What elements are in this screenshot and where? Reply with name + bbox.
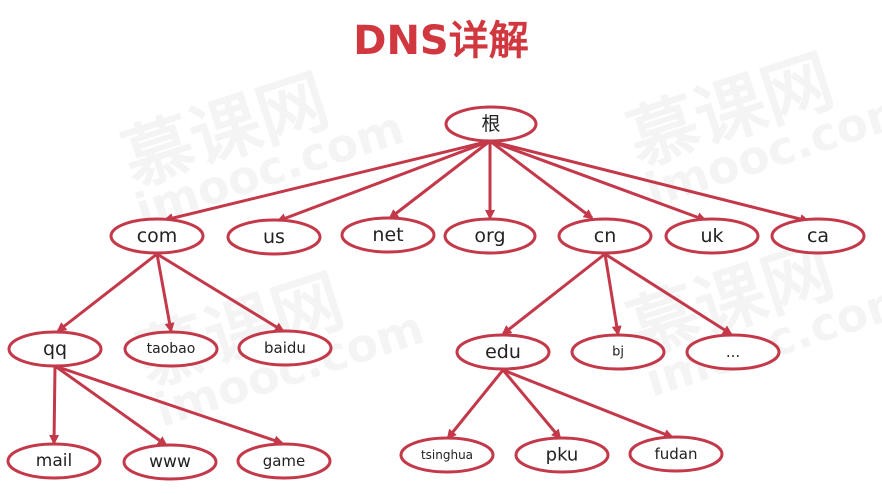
edge-qq-game: [54, 364, 284, 446]
edge-root-com: [163, 139, 491, 223]
node-baidu-label: baidu: [264, 339, 306, 357]
node-game: game: [236, 442, 332, 480]
edge-com-baidu: [156, 252, 285, 333]
node-root-label: 根: [481, 113, 500, 135]
node-uk: uk: [664, 217, 760, 255]
node-org-label: org: [474, 225, 505, 247]
edge-com-qq: [56, 252, 158, 333]
node-edu-label: edu: [485, 341, 521, 363]
node-tsinghua: tsinghua: [399, 436, 495, 474]
edge-root-us: [276, 139, 491, 223]
node-com: com: [109, 217, 205, 255]
node-mail: mail: [6, 442, 102, 480]
node-bj-label: bj: [612, 345, 624, 360]
edge-com-taobao: [155, 253, 175, 333]
node-cn: cn: [557, 217, 653, 255]
edge-cn-bj: [603, 253, 622, 336]
node-taobao-label: taobao: [147, 341, 196, 357]
node-net-label: net: [372, 224, 403, 246]
node-net: net: [340, 216, 436, 254]
node-root: 根: [444, 105, 538, 143]
node-baidu: baidu: [237, 329, 333, 367]
node-edu: edu: [455, 333, 551, 371]
node-fudan: fudan: [628, 435, 724, 473]
node-tsinghua-label: tsinghua: [421, 448, 473, 462]
node-pku: pku: [514, 436, 610, 474]
edge-qq-www: [54, 364, 168, 447]
edge-edu-fudan: [502, 368, 674, 439]
node-com-label: com: [137, 225, 178, 247]
node-game-label: game: [263, 452, 306, 470]
edge-edu-pku: [501, 369, 562, 440]
node-org: org: [443, 217, 537, 255]
node-us: us: [226, 218, 322, 256]
node-www-label: www: [149, 452, 191, 472]
node-cn-label: cn: [594, 225, 617, 247]
node-us-label: us: [263, 226, 285, 248]
node-more-label: ...: [726, 343, 740, 361]
edge-root-uk: [489, 139, 707, 222]
edge-root-cn: [489, 139, 594, 220]
node-bj: bj: [570, 333, 666, 371]
edge-cn-edu: [501, 252, 606, 336]
edge-qq-mail: [49, 365, 60, 445]
edge-root-net: [388, 139, 491, 220]
node-ca: ca: [770, 217, 866, 255]
node-fudan-label: fudan: [654, 445, 697, 463]
node-qq: qq: [7, 330, 103, 368]
node-ca-label: ca: [807, 225, 829, 247]
node-more: ...: [685, 333, 781, 371]
edge-cn-more: [604, 252, 733, 336]
edge-edu-tsinghua: [446, 369, 505, 440]
edge-root-ca: [489, 139, 810, 224]
node-mail-label: mail: [36, 451, 72, 471]
node-pku-label: pku: [546, 445, 579, 466]
page-title: DNS详解: [353, 18, 529, 64]
node-taobao: taobao: [123, 330, 219, 368]
node-uk-label: uk: [700, 225, 723, 247]
node-www: www: [122, 443, 218, 481]
node-qq-label: qq: [43, 338, 67, 360]
